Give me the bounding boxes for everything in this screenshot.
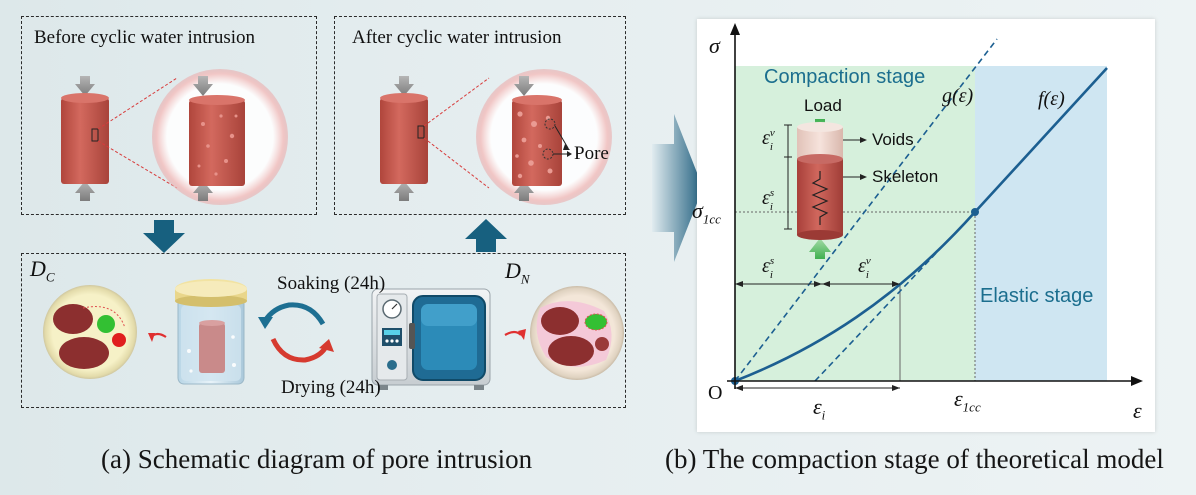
theory-plot [727,23,1143,391]
eps-axis-label: ε [1133,398,1142,423]
dn-label: DN [505,258,530,287]
before-illustration [61,69,288,205]
arrow-down-icon [143,220,185,253]
eps-is-sub-h: i [769,269,773,281]
panel-transition-arrow-icon [652,114,703,262]
eps-is-main-h: ε [762,255,770,277]
eps-i-main: ε [813,394,822,419]
dc-label: DC [30,256,55,285]
eps-iv-sub-v: i [769,141,773,153]
eps-i-label: εi [813,394,825,423]
caption-b: (b) The compaction stage of theoretical … [665,444,1164,474]
sigma-axis-label: σ [709,33,720,58]
cycle-box [21,253,626,408]
cycle-arrow-red-icon [270,337,330,363]
eps-is-sup-v: s [769,187,775,199]
eps-is-sub-v: i [769,201,773,213]
caption-a: (a) Schematic diagram of pore intrusion [101,444,533,474]
g-line [734,38,998,382]
soaking-label: Soaking (24h) [277,273,386,294]
sample-cylinder [61,98,109,184]
f-curve [734,67,1108,383]
eps-1cc-sub: 1cc [962,399,981,415]
voids-layer [797,127,843,159]
eps-i-sub: i [821,407,826,423]
cycle-arrow-blue-icon [262,302,326,326]
f-label: f(ε) [1038,88,1065,110]
after-title: After cyclic water intrusion [352,27,562,48]
eps-is-main-v: ε [762,187,770,209]
pore-label: Pore [574,143,609,164]
eps-iv-main-h: ε [858,255,866,277]
dn-sub: N [520,271,530,287]
elastic-stage-label: Elastic stage [980,285,1094,307]
before-box [21,16,317,215]
sigma-1cc-sub: 1cc [702,211,721,227]
compaction-region [735,66,975,381]
eps-1cc-label: ε1cc [954,386,981,415]
load-arrow-top-icon [75,76,95,96]
eps-iv-main-v: ε [762,127,770,149]
load-arrow-bottom-icon [75,181,95,201]
load-label: Load [804,96,842,115]
before-title: Before cyclic water intrusion [34,27,256,48]
g-label: g(ε) [942,85,974,107]
compaction-stage-label: Compaction stage [764,66,926,88]
dn-main: D [505,258,521,283]
eps-is-sup-h: s [769,255,775,267]
after-box [334,16,626,215]
sigma-1cc-main: σ [692,198,703,223]
origin-label: O [708,382,723,404]
skeleton-label: Skeleton [872,167,939,186]
drying-label: Drying (24h) [281,377,381,398]
eps-1cc-main: ε [954,386,963,411]
dc-sub: C [45,269,55,285]
voids-label: Voids [872,130,914,149]
eps-iv-sup-v: v [769,127,775,139]
dc-main: D [30,256,46,281]
arrow-up-icon [465,219,507,252]
sigma-1cc-label: σ1cc [692,198,721,227]
eps-iv-sup-h: v [865,255,871,267]
eps-iv-sub-h: i [865,269,869,281]
cycle-illustration [43,279,624,390]
after-illustration [380,69,612,205]
elastic-region [975,66,1107,381]
